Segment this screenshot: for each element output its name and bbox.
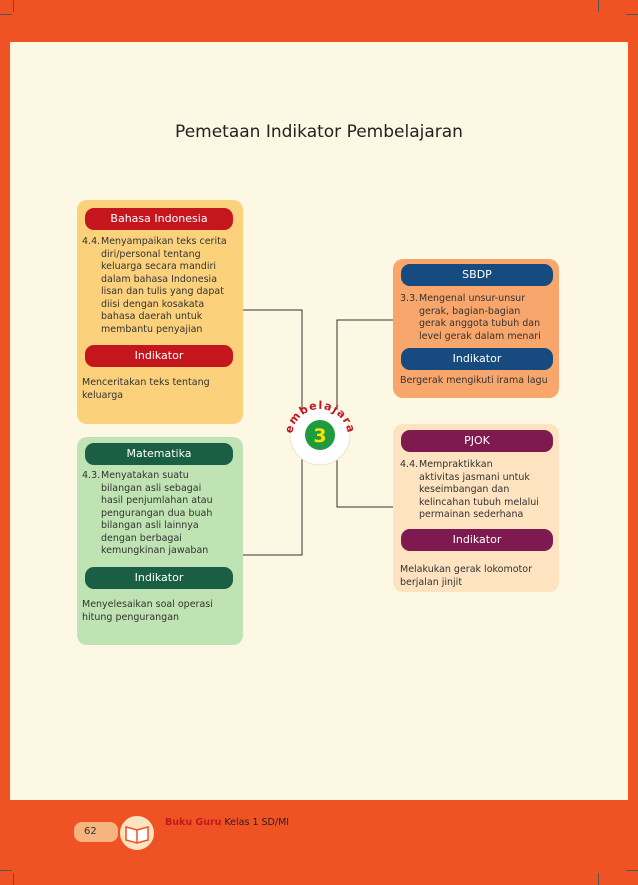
page-title: Pemetaan Indikator Pembelajaran [175, 122, 463, 142]
kd-line: gerak, bagian-bagian [419, 305, 521, 317]
indikator-text-pjok: Melakukan gerak lokomotor berjalan jinji… [400, 563, 558, 589]
card-matematika: Matematika 4.3. Menyatakan suatu bilanga… [77, 437, 243, 645]
indikator-line: Menyelesaikan soal operasi [82, 599, 213, 610]
connector-matematika [243, 446, 303, 556]
kd-number: 4.3. [82, 470, 101, 481]
indikator-line: Bergerak mengikuti irama lagu [400, 375, 548, 386]
kd-line: permainan sederhana [419, 509, 524, 520]
kd-number: 3.3. [400, 293, 419, 304]
footer-title-bold: Buku Guru [165, 817, 222, 828]
indikator-pill-bahasa-indonesia: Indikator [85, 345, 233, 367]
crop-mark-top-left [2, 0, 14, 12]
indikator-line: hitung pengurangan [82, 612, 180, 623]
kd-lines: Menyampaikan teks cerita diri/personal t… [101, 236, 227, 336]
kd-line: membantu penyajian [101, 323, 203, 335]
indikator-pill-pjok: Indikator [401, 529, 553, 551]
card-sbdp: SBDP 3.3. Mengenal unsur-unsur gerak, ba… [393, 259, 559, 398]
kd-line: aktivitas jasmani untuk [419, 471, 530, 483]
kd-line: lisan dan tulis yang dapat [101, 286, 224, 297]
indikator-text-bahasa-indonesia: Menceritakan teks tentang keluarga [82, 376, 240, 402]
connector-bahasa-indonesia [243, 309, 303, 416]
indikator-pill-matematika: Indikator [85, 567, 233, 589]
indikator-line: Menceritakan teks tentang [82, 377, 210, 388]
subject-pill-sbdp: SBDP [401, 264, 553, 286]
kd-line: diisi dengan kosakata [101, 298, 205, 310]
kd-line: bilangan asli lainnya [101, 520, 199, 531]
kd-line: Menyampaikan teks cerita [101, 236, 227, 247]
indikator-line: berjalan jinjit [400, 577, 463, 588]
kd-lines: Menyatakan suatu bilangan asli sebagai h… [101, 470, 213, 558]
kd-line: dengan berbagai [101, 532, 182, 544]
connector-sbdp [336, 319, 393, 412]
kd-line: bahasa daerah untuk [101, 311, 203, 322]
crop-mark-top-left-h [0, 14, 12, 15]
indikator-text-matematika: Menyelesaikan soal operasi hitung pengur… [82, 598, 240, 624]
kd-line: gerak anggota tubuh dan [419, 318, 541, 329]
kd-line: pengurangan dua buah [101, 507, 213, 519]
indikator-pill-sbdp: Indikator [401, 348, 553, 370]
kd-line: Mempraktikkan [419, 459, 493, 470]
footer-rule [160, 829, 472, 831]
crop-mark-top-right [598, 0, 610, 12]
kd-number: 4.4. [400, 459, 419, 470]
crop-mark-bottom-right [598, 873, 610, 885]
kd-line: kemungkinan jawaban [101, 545, 209, 556]
book-icon [118, 814, 156, 852]
kd-number: 4.4. [82, 236, 101, 247]
subject-pill-bahasa-indonesia: Bahasa Indonesia [85, 208, 233, 230]
crop-mark-bottom-right-h [626, 870, 638, 871]
indikator-line: Melakukan gerak lokomotor [400, 564, 532, 575]
card-bahasa-indonesia: Bahasa Indonesia 4.4. Menyampaikan teks … [77, 200, 243, 424]
kd-line: bilangan asli sebagai [101, 482, 202, 494]
kd-line: diri/personal tentang [101, 248, 201, 260]
kd-line: kelincahan tubuh melalui [419, 496, 539, 508]
badge-green-circle [305, 420, 335, 450]
badge-number: 3 [313, 425, 326, 447]
kd-line: Menyatakan suatu [101, 470, 189, 481]
kd-line: level gerak dalam menari [419, 330, 541, 342]
pembelajaran-badge: Pembelajaran 3 [284, 395, 356, 466]
kd-line: Mengenal unsur-unsur [419, 293, 526, 304]
kd-line: hasil penjumlahan atau [101, 495, 213, 506]
connector-pjok [336, 452, 393, 508]
kd-line: keluarga secara mandiri [101, 261, 216, 272]
kd-line: keseimbangan dan [419, 484, 510, 495]
kd-line: dalam bahasa Indonesia [101, 273, 218, 285]
card-pjok: PJOK 4.4. Mempraktikkan aktivitas jasman… [393, 424, 559, 592]
crop-mark-top-right-h [626, 14, 638, 15]
crop-mark-bottom-left-h [0, 870, 12, 871]
kd-lines: Mengenal unsur-unsur gerak, bagian-bagia… [419, 293, 541, 343]
subject-pill-pjok: PJOK [401, 430, 553, 452]
footer-title-rest: Kelas 1 SD/MI [221, 817, 290, 828]
kd-lines: Mempraktikkan aktivitas jasmani untuk ke… [419, 459, 539, 522]
crop-mark-bottom-left [2, 873, 14, 885]
page-number: 62 [73, 821, 119, 843]
indikator-line: keluarga [82, 390, 124, 401]
footer-book-title: Buku Guru Kelas 1 SD/MI [165, 817, 289, 828]
indikator-text-sbdp: Bergerak mengikuti irama lagu [400, 374, 558, 387]
subject-pill-matematika: Matematika [85, 443, 233, 465]
